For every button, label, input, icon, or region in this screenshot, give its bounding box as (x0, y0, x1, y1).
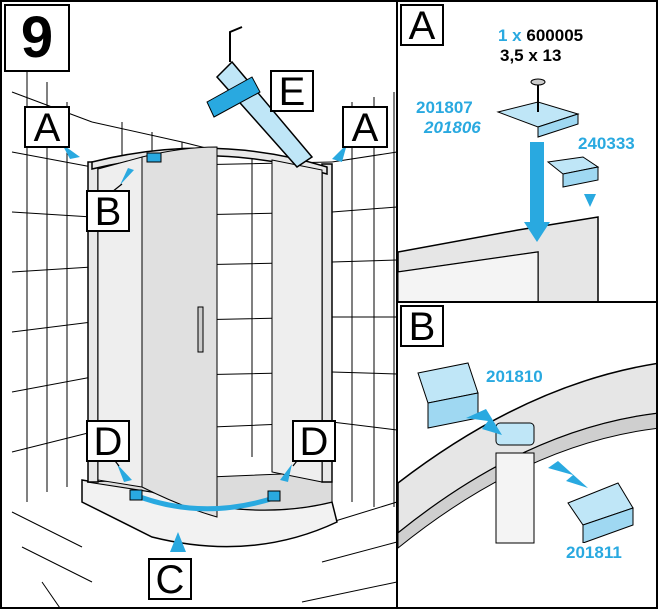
roller-clip (495, 422, 535, 446)
roller-plate (495, 452, 535, 544)
screw-size: 3,5 x 13 (500, 46, 562, 65)
detail-b-illustration (398, 362, 656, 549)
screw-quantity: 1 x (498, 26, 522, 45)
label-a-right: A (342, 106, 388, 148)
main-panel: 9 A A B E D D C (0, 0, 400, 609)
detail-a-label: A (400, 4, 444, 46)
insert-arrow (530, 142, 544, 222)
arrow-bottom (548, 461, 588, 488)
cap-part-number: 201807 (416, 98, 473, 117)
label-c: C (148, 558, 192, 600)
sliding-door (141, 146, 218, 518)
guide-clip-left (129, 489, 143, 501)
bottom-guide-highlight (131, 491, 278, 512)
callout-arrows (62, 144, 347, 552)
label-e: E (270, 70, 314, 112)
right-fixed-panel (271, 159, 323, 483)
sealant-tube (206, 26, 314, 168)
detail-b-label: B (400, 305, 444, 347)
part-bottom-number: 201811 (566, 543, 622, 563)
detail-a-panel: A 1 x 600005 3,5 x 13 201807 201806 2403… (396, 0, 658, 303)
guide-clip-right (267, 490, 281, 502)
wall-tiles (11, 62, 398, 607)
detail-b-panel: B 201810 201811 (396, 301, 658, 609)
top-clip-highlight (146, 152, 162, 163)
label-a-left: A (24, 106, 70, 148)
door-handle (197, 306, 204, 353)
label-d-left: D (86, 420, 130, 462)
detail-a-illustration (398, 78, 600, 301)
arrow-top (466, 409, 502, 435)
label-d-right: D (292, 420, 336, 462)
screw-part-number: 600005 (526, 26, 584, 45)
shower-illustration (11, 26, 398, 607)
step-number: 9 (4, 4, 70, 72)
cap-alt-part-number: 201806 (424, 118, 481, 137)
part-top-number: 201810 (486, 367, 543, 386)
label-b: B (86, 190, 130, 232)
insert-part-number: 240333 (578, 134, 635, 153)
profile-front (398, 251, 539, 301)
